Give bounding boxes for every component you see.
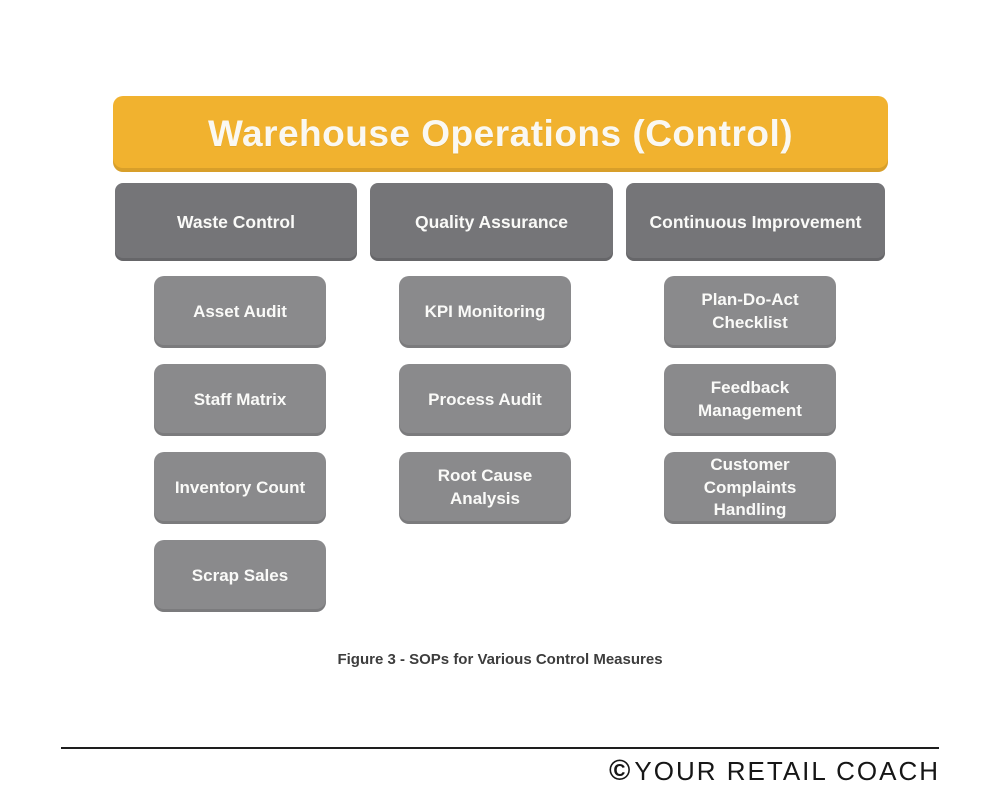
item-label: Staff Matrix <box>193 389 287 409</box>
diagram-title-bar: Warehouse Operations (Control) <box>113 96 888 172</box>
item-label: Process Audit <box>428 389 542 409</box>
figure-caption: Figure 3 - SOPs for Various Control Meas… <box>337 651 663 668</box>
brand-name: YOUR RETAIL COACH <box>634 756 940 786</box>
item-label: Asset Audit <box>193 301 287 321</box>
category-box-quality-assurance: Quality Assurance <box>370 183 613 261</box>
copyright-icon: © <box>609 755 631 787</box>
brand-logo: © YOUR RETAIL COACH <box>609 756 940 787</box>
item-box-customer-complaints-handling: Customer Complaints Handling <box>664 452 836 524</box>
item-label: Plan-Do-Act Checklist <box>701 290 799 332</box>
item-box-inventory-count: Inventory Count <box>154 452 326 524</box>
item-label: Feedback Management <box>698 378 802 420</box>
item-box-feedback-management: Feedback Management <box>664 364 836 436</box>
item-box-staff-matrix: Staff Matrix <box>154 364 326 436</box>
item-label: Root Cause Analysis <box>437 466 533 508</box>
item-label: Scrap Sales <box>191 565 289 585</box>
category-label: Continuous Improvement <box>649 211 862 232</box>
item-box-scrap-sales: Scrap Sales <box>154 540 326 612</box>
item-box-process-audit: Process Audit <box>399 364 571 436</box>
item-box-plan-do-act-checklist: Plan-Do-Act Checklist <box>664 276 836 348</box>
diagram-title: Warehouse Operations (Control) <box>207 113 794 154</box>
footer-divider <box>61 747 939 749</box>
category-label: Waste Control <box>177 211 295 232</box>
item-box-asset-audit: Asset Audit <box>154 276 326 348</box>
category-label: Quality Assurance <box>414 211 569 232</box>
item-label: Inventory Count <box>174 477 306 497</box>
category-box-waste-control: Waste Control <box>115 183 357 261</box>
item-label: KPI Monitoring <box>424 301 546 321</box>
item-box-root-cause-analysis: Root Cause Analysis <box>399 452 571 524</box>
category-box-continuous-improvement: Continuous Improvement <box>626 183 885 261</box>
item-box-kpi-monitoring: KPI Monitoring <box>399 276 571 348</box>
item-label: Customer Complaints Handling <box>703 454 797 520</box>
